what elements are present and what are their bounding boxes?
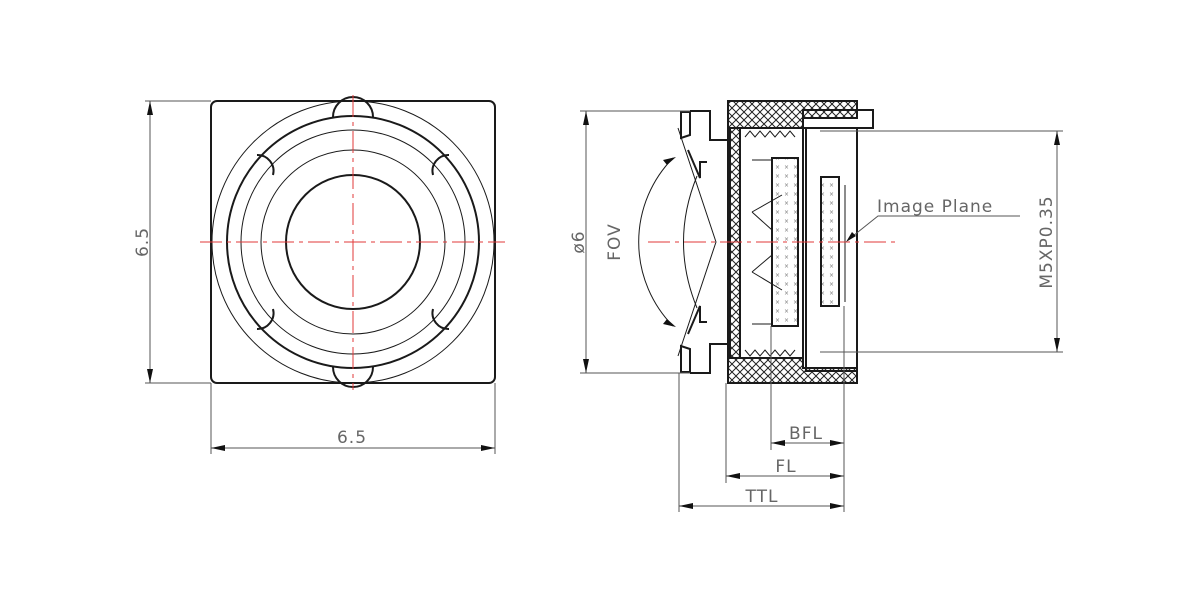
image-plane-label: Image Plane [877,197,993,217]
fov-arc [638,157,674,327]
lens-barrel-section [727,127,804,359]
bfl-label: BFL [789,424,823,444]
width-dimension: 6.5 [210,383,496,454]
front-view: 6.5 6.5 [133,95,505,454]
side-view: FOV ø6 Image Plane M5XP0.35 [569,100,1063,512]
sensor-holder [805,127,858,372]
threads [744,130,796,357]
ttl-label: TTL [745,487,779,507]
front-retainer [680,111,691,373]
width-label: 6.5 [337,428,367,448]
thread-dimension: M5XP0.35 [820,130,1063,353]
front-lens-mount [687,149,707,335]
diameter-label: ø6 [569,230,589,253]
height-dimension: 6.5 [133,100,211,384]
fov-rays [677,127,717,357]
fl-label: FL [775,457,796,477]
front-lens-curve [683,175,698,309]
fov-label: FOV [605,223,625,261]
thread-label: M5XP0.35 [1037,195,1057,288]
diameter-dimension: ø6 [569,110,690,374]
image-plane-callout: Image Plane [846,197,1020,242]
front-barrel [690,110,728,374]
length-dimensions: BFL FL TTL [678,306,845,512]
height-label: 6.5 [133,227,153,257]
